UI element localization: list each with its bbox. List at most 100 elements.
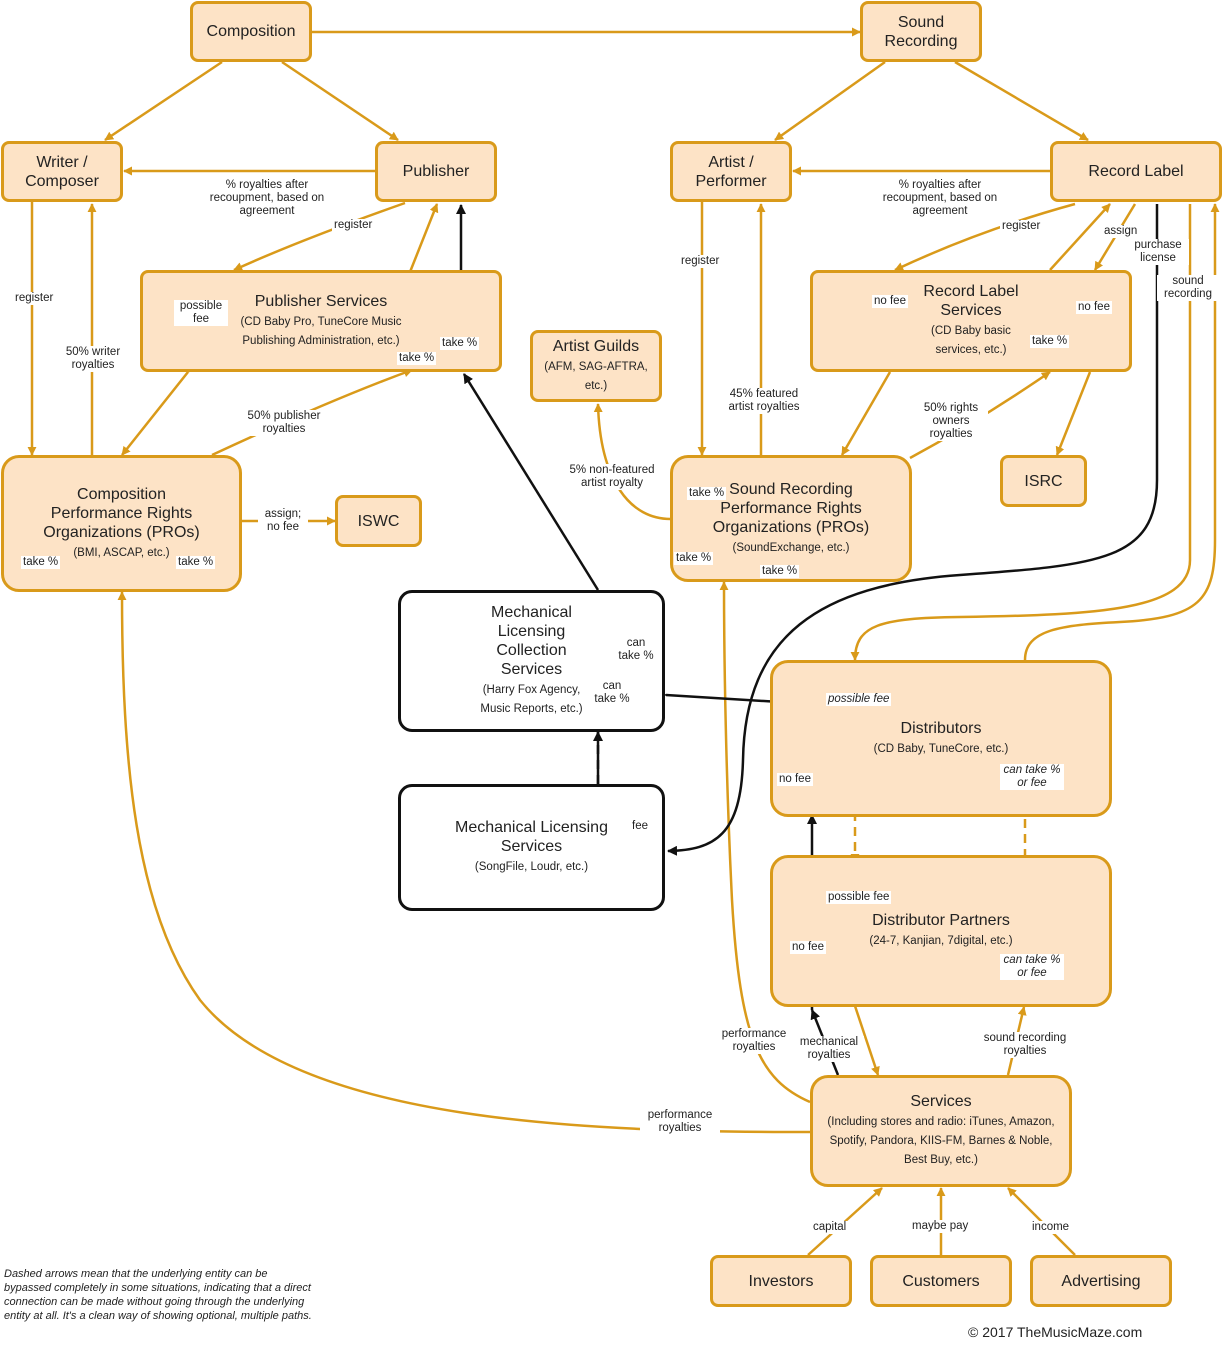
node-title: Composition Performance Rights Organizat…	[43, 485, 200, 541]
edge-label: register	[679, 255, 722, 268]
node-customers[interactable]: Customers	[870, 1255, 1012, 1307]
edge-pro-to-ps	[211, 368, 413, 457]
edge-label-assign	[1093, 203, 1137, 271]
edge-label: purchase license	[1127, 239, 1189, 265]
node-title: Record Label Services	[923, 283, 1019, 319]
edge-label: performance royalties	[714, 1028, 794, 1054]
edge-label: can take % or fee	[1000, 954, 1064, 980]
edge-label: no fee	[872, 295, 908, 308]
node-artist-guilds[interactable]: Artist Guilds (AFM, SAG-AFTRA, etc.)	[530, 330, 662, 402]
edge-composition-writer	[104, 60, 223, 142]
node-title: Services	[910, 1093, 972, 1110]
footnote: Dashed arrows mean that the underlying e…	[4, 1268, 312, 1322]
node-subtitle: (CD Baby basic services, etc.)	[931, 325, 1011, 356]
edge-label: 50% writer royalties	[60, 346, 126, 372]
edge-ps-to-publisher	[408, 203, 439, 273]
edge-label: take %	[674, 552, 714, 565]
edge-label: % royalties after recoupment, based on a…	[205, 179, 329, 218]
edge-label-register	[894, 202, 1076, 272]
edge-label: possible fee	[826, 891, 892, 904]
node-record-label[interactable]: Record Label	[1050, 141, 1222, 202]
edge-sound-label	[954, 60, 1089, 142]
edge-label: no fee	[777, 773, 813, 786]
edge-label: register	[1000, 220, 1043, 233]
edge-label: 50% publisher royalties	[239, 410, 329, 436]
edge-publisher-register	[233, 201, 406, 272]
edge-label: possible fee	[174, 300, 228, 326]
edge-label: 45% featured artist royalties	[721, 388, 807, 414]
edge-label: no fee	[790, 941, 826, 954]
node-composition-pros[interactable]: Composition Performance Rights Organizat…	[1, 455, 242, 592]
node-iswc[interactable]: ISWC	[335, 495, 422, 547]
edge-composition-publisher	[281, 60, 399, 142]
edge-label: take %	[21, 556, 61, 569]
node-subtitle: (BMI, ASCAP, etc.)	[73, 546, 170, 559]
node-subtitle: (SongFile, Loudr, etc.)	[474, 861, 589, 873]
edge-label: register	[332, 219, 375, 232]
node-record-label-services[interactable]: Record Label Services (CD Baby basic ser…	[810, 270, 1132, 372]
node-subtitle: (CD Baby Pro, TuneCore Music Publishing …	[240, 315, 402, 347]
edge-label: can take % or fee	[1000, 764, 1064, 790]
edge-rls-isrc	[1055, 371, 1092, 456]
node-distributor-partners[interactable]: Distributor Partners (24-7, Kanjian, 7di…	[770, 855, 1112, 1007]
node-title: ISWC	[357, 512, 400, 530]
node-mechanical-licensing-services[interactable]: Mechanical Licensing Services (SongFile,…	[398, 784, 665, 911]
edge-label: take %	[687, 487, 727, 500]
edge-label: take %	[760, 565, 800, 578]
node-title: Mechanical Licensing Services	[455, 819, 608, 855]
edge-label: assign	[1102, 225, 1140, 238]
edge-label: capital	[811, 1221, 849, 1234]
edge-label: assign; no fee	[258, 508, 308, 534]
edge-rls-to-label	[1049, 203, 1111, 271]
edge-sound-artist	[774, 60, 886, 142]
node-title: Investors	[748, 1272, 814, 1290]
node-services[interactable]: Services (Including stores and radio: iT…	[810, 1075, 1072, 1187]
node-investors[interactable]: Investors	[710, 1255, 852, 1307]
edge-label: can take %	[589, 680, 635, 706]
edge-services-srp	[719, 581, 811, 1104]
node-title: Distributors	[900, 719, 982, 737]
node-subtitle: (AFM, SAG-AFTRA, etc.)	[544, 360, 648, 392]
edge-label: 50% rights owners royalties	[914, 402, 988, 441]
node-subtitle: (CD Baby, TuneCore, etc.)	[873, 742, 1009, 755]
node-isrc[interactable]: ISRC	[1000, 455, 1087, 507]
edge-services-to-dp	[853, 1005, 880, 1076]
node-title: ISRC	[1024, 472, 1063, 490]
node-subtitle: (Harry Fox Agency, Music Reports, etc.)	[480, 684, 583, 715]
node-title: Publisher Services	[254, 292, 388, 310]
node-title: Customers	[902, 1272, 980, 1290]
node-sound-recording-pros[interactable]: Sound Recording Performance Rights Organ…	[670, 455, 912, 582]
node-title: Mechanical Licensing Collection Services	[491, 604, 572, 678]
node-title: Artist / Performer	[695, 153, 767, 190]
node-title: Record Label	[1088, 163, 1184, 180]
edge-label: % royalties after recoupment, based on a…	[878, 179, 1002, 218]
edge-label: take %	[176, 556, 216, 569]
edge-ps-to-pro	[121, 371, 189, 456]
node-composition[interactable]: Composition	[190, 1, 312, 62]
node-advertising[interactable]: Advertising	[1030, 1255, 1172, 1307]
edge-label: performance royalties	[640, 1109, 720, 1135]
node-sound-recording[interactable]: Sound Recording	[860, 1, 982, 62]
edge-distributors-to-label	[1023, 203, 1220, 661]
node-title: Sound Recording	[884, 13, 958, 50]
node-title: Artist Guilds	[552, 337, 640, 355]
edge-label: income	[1030, 1221, 1072, 1234]
node-title: Composition	[206, 23, 296, 40]
edge-label-purchase-license	[667, 204, 1159, 856]
node-title: Publisher	[402, 163, 470, 180]
node-title: Advertising	[1061, 1272, 1141, 1290]
edge-mlcs-distributors	[656, 689, 781, 707]
node-subtitle: (Including stores and radio: iTunes, Ama…	[827, 1116, 1055, 1166]
edge-label: no fee	[1076, 301, 1112, 314]
edge-label: take %	[440, 337, 480, 350]
node-writer[interactable]: Writer / Composer	[1, 141, 123, 202]
edge-services-pro-left	[117, 591, 811, 1134]
node-publisher[interactable]: Publisher	[375, 141, 497, 202]
edge-label: can take %	[614, 637, 658, 663]
edge-label: 5% non-featured artist royalty	[560, 464, 664, 490]
node-distributors[interactable]: Distributors (CD Baby, TuneCore, etc.)	[770, 660, 1112, 817]
node-title: Distributor Partners	[872, 912, 1010, 929]
node-title: Sound Recording Performance Rights Organ…	[712, 480, 870, 536]
node-artist[interactable]: Artist / Performer	[670, 141, 792, 202]
node-subtitle: (SoundExchange, etc.)	[732, 541, 850, 554]
